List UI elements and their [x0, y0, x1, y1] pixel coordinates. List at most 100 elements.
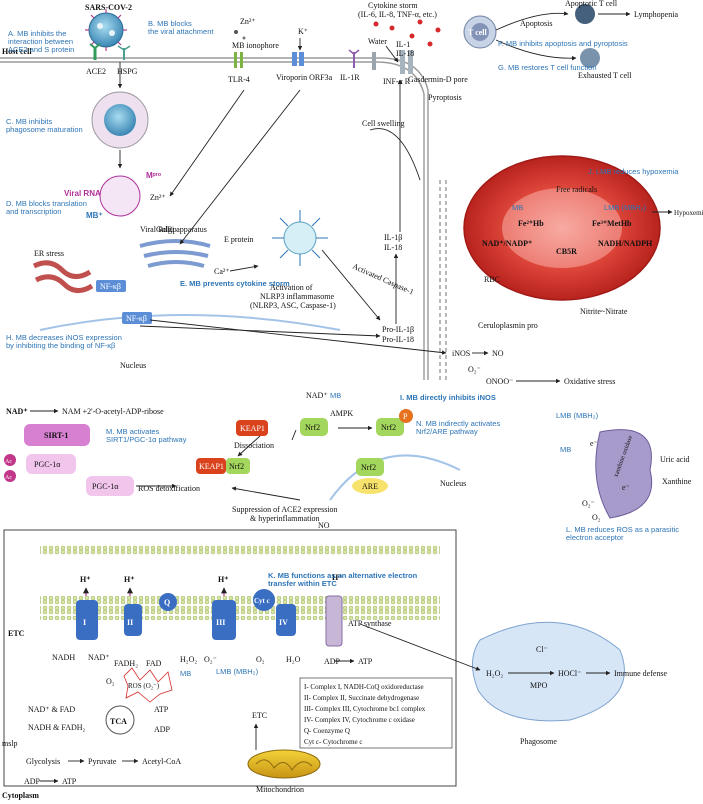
annotation-i: I. MB directly inhibits iNOS: [400, 393, 496, 402]
annotation-l: L. MB reduces ROS as a parasitic: [566, 525, 679, 534]
nam-label: NAM +2'-O-acetyl-ADP-ribose: [62, 407, 164, 416]
tlr4-label: TLR-4: [228, 75, 250, 84]
cytochrome-c: Cyt c: [254, 597, 270, 605]
etc-lmb-label: LMB (MBH₂): [216, 667, 259, 676]
svg-text:Ac: Ac: [5, 475, 12, 481]
host-cell-membrane: [0, 57, 429, 380]
ros-detox-label: ROS detoxification: [138, 484, 200, 493]
zinc-label: Zn²⁺: [240, 17, 256, 26]
annotation-h: H. MB decreases iNOS expression: [6, 333, 122, 342]
viral-rna-label: Viral RNA: [64, 189, 101, 198]
nadh-label: NADH/NADPH: [598, 239, 653, 248]
svg-text:Nrf2: Nrf2: [229, 462, 244, 471]
svg-text:transfer within ETC: transfer within ETC: [268, 579, 337, 588]
mitochondrion-label: Mitochondrion: [256, 785, 304, 794]
nitrite-label: Nitrite~Nitrate: [580, 307, 628, 316]
svg-text:O₂⁻: O₂⁻: [204, 655, 217, 664]
tca-label: TCA: [110, 717, 127, 726]
rbc-lmb-label: LMB (MBH₂): [604, 203, 647, 212]
svg-text:Acetyl-CoA: Acetyl-CoA: [142, 757, 181, 766]
mslp-label: mslp: [2, 739, 18, 748]
rbc-label: RBC: [484, 275, 500, 284]
sars-cov-2-virion: [85, 9, 127, 51]
ceruloplasmin-label: Ceruloplasmin pro: [478, 321, 538, 330]
nad-label: NAD⁺: [6, 407, 28, 416]
annotation-e: E. MB prevents cytokine storm: [180, 279, 290, 288]
pgc1a-label: PGC-1α: [34, 460, 61, 469]
cb5r-label: CB5R: [556, 247, 577, 256]
svg-text:e⁻: e⁻: [590, 439, 598, 448]
hypoxemia-label: Hypoxemia: [674, 209, 703, 217]
svg-text:O₂: O₂: [106, 677, 115, 686]
nfkb-nucleus: NF-κβ: [126, 314, 147, 323]
keap1-label: KEAP1: [240, 424, 265, 433]
svg-text:Nrf2: Nrf2: [305, 423, 320, 432]
etc-legend: [299, 677, 453, 749]
mb-plus-label: MB⁺: [86, 211, 103, 220]
nucleus-nrf2-label: Nucleus: [440, 479, 466, 488]
svg-text:Zn²⁺: Zn²⁺: [150, 193, 166, 202]
svg-text:Pro-IL-18: Pro-IL-18: [382, 335, 414, 344]
complex-iv: IV: [279, 618, 288, 627]
ros-label: ROS (O₂⁻): [128, 682, 160, 690]
svg-text:MB: MB: [560, 445, 571, 454]
annotation-n: N. MB indirectly activates: [416, 419, 500, 428]
apoptotic-t-cell-label: Apoptotic T cell: [565, 0, 618, 8]
viral-rdrp-label: Viral RdRp: [140, 225, 177, 234]
annotation-d: D. MB blocks translation: [6, 199, 87, 208]
svg-text:O₂⁻: O₂⁻: [468, 365, 481, 374]
rbc-mb-label: MB: [512, 203, 523, 212]
svg-text:IL-18: IL-18: [396, 49, 414, 58]
svg-text:(IL-6, IL-8, TNF-α, etc.): (IL-6, IL-8, TNF-α, etc.): [358, 10, 437, 19]
svg-text:Pro-IL-1β: Pro-IL-1β: [382, 325, 414, 334]
svg-text:MPO: MPO: [530, 681, 548, 690]
coenzyme-q: Q: [164, 598, 170, 607]
svg-text:IL-18: IL-18: [384, 243, 402, 252]
cytoplasm-label: Cytoplasm: [2, 791, 39, 800]
svg-text:H₂O: H₂O: [286, 655, 301, 664]
ace2-receptor: [89, 43, 101, 60]
svg-text:I- Complex I, NADH-CoQ oxidore: I- Complex I, NADH-CoQ oxidoreductase: [304, 683, 424, 691]
svg-text:KEAP1: KEAP1: [199, 462, 224, 471]
svg-text:NAD⁺: NAD⁺: [306, 391, 328, 400]
suppression-label: Suppression of ACE2 expression: [232, 505, 338, 514]
hspg-label: HSPG: [117, 67, 138, 76]
svg-text:FADH₂: FADH₂: [114, 659, 138, 668]
viroporin-label: Viroporin ORF3a: [276, 73, 333, 82]
svg-text:Ac: Ac: [5, 459, 12, 465]
cytokine-particles: [373, 19, 441, 47]
complex-i: I: [83, 618, 86, 627]
etc-label: ETC: [8, 629, 25, 638]
hspg-receptor: [117, 45, 131, 60]
svg-text:IV- Complex IV, Cytochrome c o: IV- Complex IV, Cytochrome c oxidase: [304, 716, 415, 724]
svg-text:MB: MB: [180, 669, 191, 678]
svg-text:MB: MB: [330, 391, 341, 400]
svg-text:NAD⁺: NAD⁺: [88, 653, 110, 662]
e-protein-label: E protein: [224, 235, 254, 244]
complex-ii: II: [127, 618, 133, 627]
svg-text:ACE2 and S protein: ACE2 and S protein: [8, 45, 74, 54]
svg-text:NADH & FADH₂: NADH & FADH₂: [28, 723, 86, 732]
svg-text:Pyruvate: Pyruvate: [88, 757, 117, 766]
svg-text:ATP: ATP: [62, 777, 77, 786]
svg-text:and transcription: and transcription: [6, 207, 61, 216]
onoo-label: ONOO⁻: [486, 377, 513, 386]
svg-text:H⁺: H⁺: [80, 575, 90, 584]
svg-text:FAD: FAD: [146, 659, 162, 668]
nfkb-cytoplasm: NF-κβ: [100, 282, 121, 291]
annotation-f: F. MB inhibits apoptosis and pyroptosis: [498, 39, 628, 48]
svg-text:II- Complex II, Succinate dehy: II- Complex II, Succinate dehydrogenase: [304, 694, 419, 702]
uric-acid-label: Uric acid: [660, 455, 690, 464]
annotation-g: G. MB restores T cell function: [498, 63, 597, 72]
ace2-label: ACE2: [86, 67, 106, 76]
apoptosis-label: Apoptosis: [520, 19, 552, 28]
svg-text:H⁺: H⁺: [124, 575, 134, 584]
t-cell: [463, 15, 497, 49]
svg-text:electron acceptor: electron acceptor: [566, 533, 624, 542]
annotation-a: A. MB inhibits the: [8, 29, 66, 38]
svg-text:O₂: O₂: [592, 513, 601, 522]
complex-iii: III: [216, 618, 225, 627]
annotation-b: B. MB blocks: [148, 19, 192, 28]
fehb-label: Fe²⁺Hb: [518, 219, 544, 228]
